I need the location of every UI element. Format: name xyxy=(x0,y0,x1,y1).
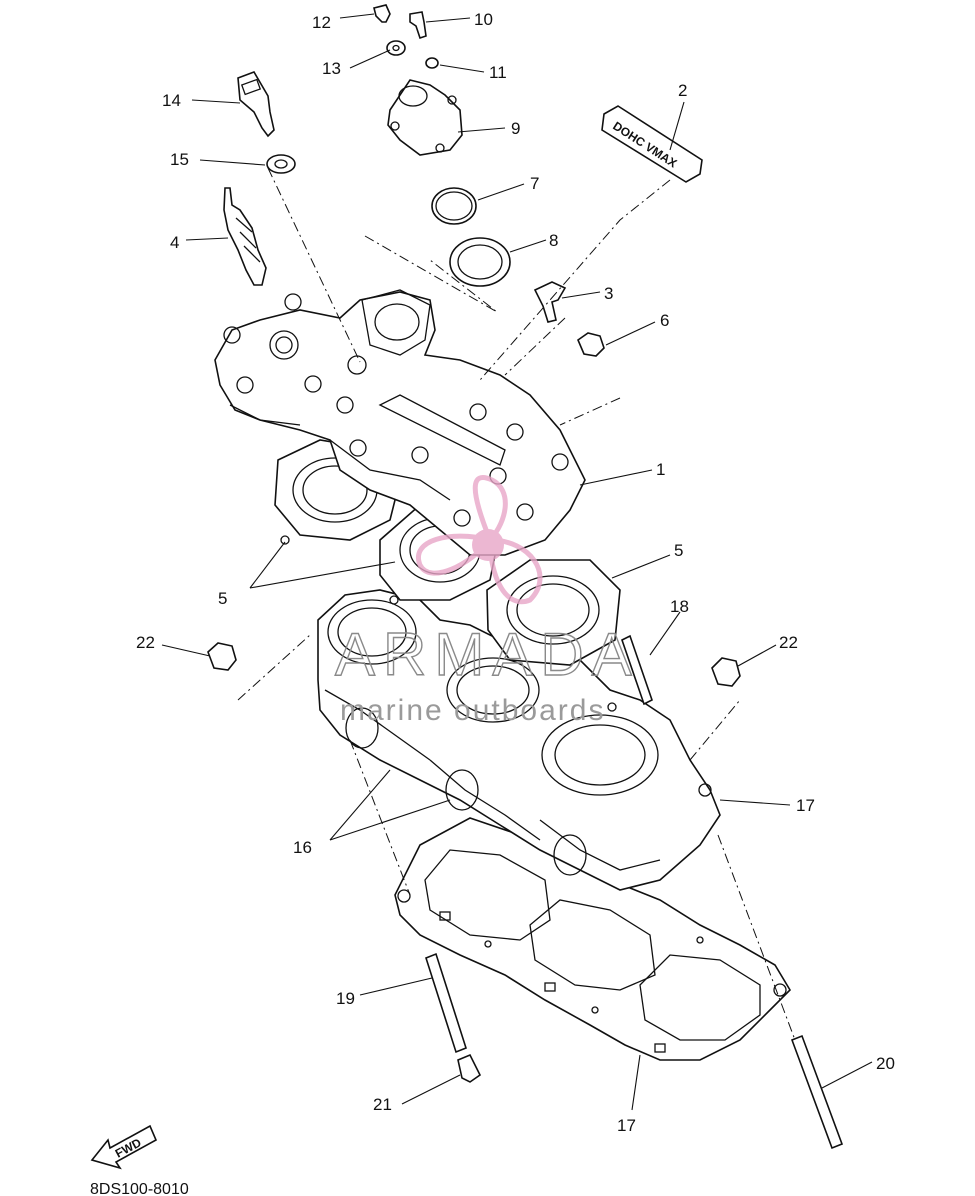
stud-18 xyxy=(621,634,653,706)
label-3: 3 xyxy=(604,284,613,303)
label-13: 13 xyxy=(322,59,341,78)
nut-6 xyxy=(577,332,605,357)
watermark-brand: ARMADA xyxy=(335,621,640,688)
label-17a: 17 xyxy=(796,796,815,815)
nut-22-right xyxy=(711,657,741,687)
fwd-arrow-icon: FWD xyxy=(90,1124,158,1170)
label-17b: 17 xyxy=(617,1116,636,1135)
temperature-sensor xyxy=(237,71,275,138)
o-ring-7 xyxy=(431,187,477,225)
stud-19 xyxy=(425,952,467,1054)
label-22a: 22 xyxy=(136,633,155,652)
washer-13 xyxy=(386,40,406,56)
label-9: 9 xyxy=(511,119,520,138)
thermostat-cover xyxy=(387,79,463,156)
watermark-tagline: marine outboards xyxy=(340,694,605,727)
label-7: 7 xyxy=(530,174,539,193)
decal-2: DOHC VMAX xyxy=(601,105,703,183)
label-8: 8 xyxy=(549,231,558,250)
leader-lines xyxy=(161,13,873,1111)
label-2: 2 xyxy=(678,81,687,100)
label-12: 12 xyxy=(312,13,331,32)
head-gasket-right xyxy=(486,559,621,666)
label-1: 1 xyxy=(656,460,665,479)
label-19: 19 xyxy=(336,989,355,1008)
label-5a: 5 xyxy=(218,589,227,608)
stud-20 xyxy=(790,1034,844,1150)
nipple-3 xyxy=(533,281,567,323)
cylinder-block xyxy=(317,589,721,891)
label-18: 18 xyxy=(670,597,689,616)
bolt-10 xyxy=(409,11,427,40)
label-11: 11 xyxy=(489,63,507,82)
label-5b: 5 xyxy=(674,541,683,560)
label-16: 16 xyxy=(293,838,312,857)
watermark-logo xyxy=(415,475,543,605)
washer-15 xyxy=(266,154,296,174)
cylinder-head xyxy=(214,289,586,556)
label-6: 6 xyxy=(660,311,669,330)
spark-plug xyxy=(223,187,267,286)
seal-8 xyxy=(449,237,511,287)
nut-22-left xyxy=(207,642,237,671)
diagram-code: 8DS100-8010 xyxy=(90,1181,189,1196)
label-22b: 22 xyxy=(779,633,798,652)
label-4: 4 xyxy=(170,233,179,252)
label-15: 15 xyxy=(170,150,189,169)
label-14: 14 xyxy=(162,91,181,110)
part-labels: 1 2 3 4 5 5 6 7 8 9 10 11 12 13 14 15 16… xyxy=(136,10,895,1135)
label-21: 21 xyxy=(373,1095,392,1114)
alignment-lines xyxy=(237,167,796,1041)
label-10: 10 xyxy=(474,10,493,29)
washer-11 xyxy=(425,57,439,69)
bolt-12 xyxy=(373,4,391,23)
pin-21 xyxy=(457,1053,482,1083)
label-20: 20 xyxy=(876,1054,895,1073)
